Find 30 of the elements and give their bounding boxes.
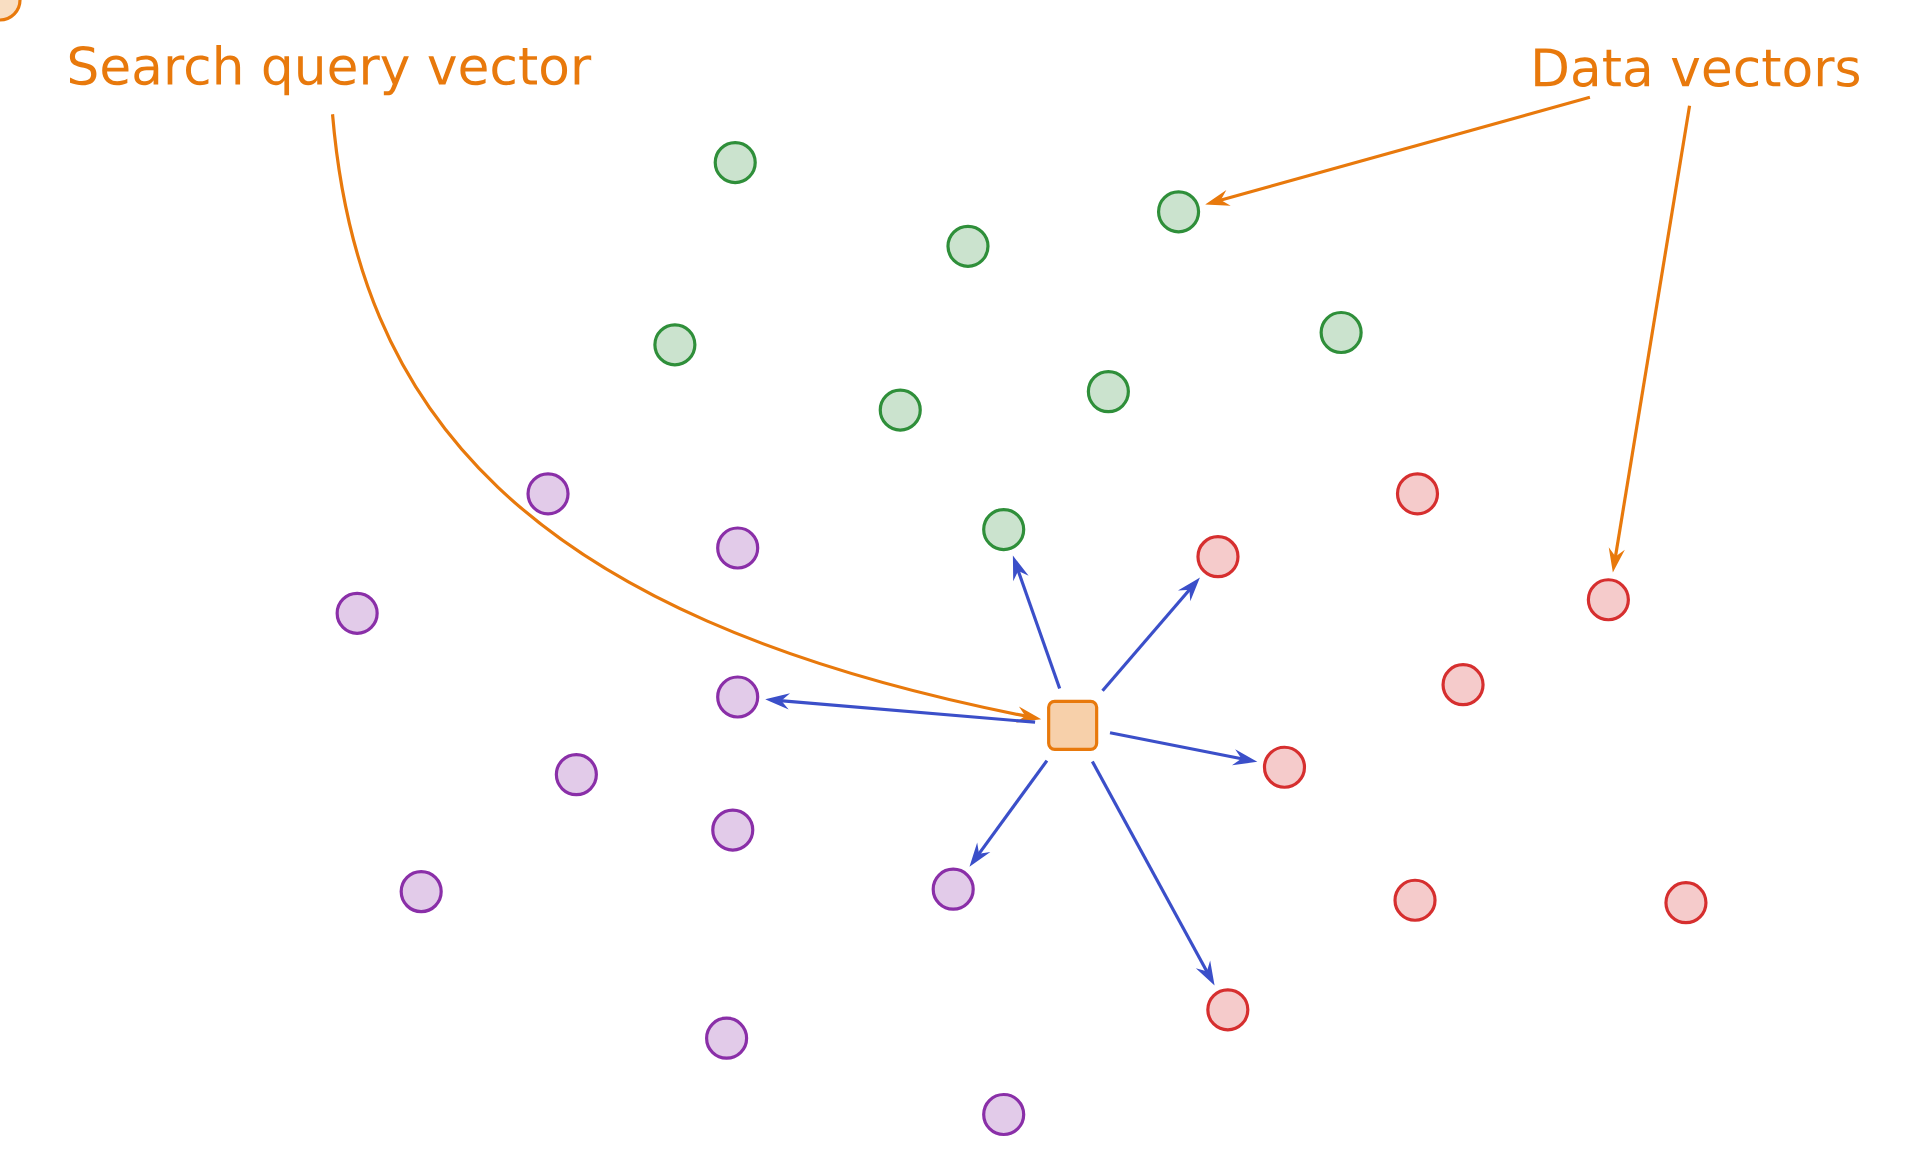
data-point (1206, 988, 1250, 1032)
data-point (554, 752, 598, 797)
data-point (711, 808, 755, 852)
query-point (1047, 699, 1099, 751)
data-point (1319, 310, 1363, 354)
data-point (1441, 663, 1485, 707)
data-point (946, 224, 990, 268)
data-point (399, 869, 443, 914)
annotation-text: Data vectors (1535, 48, 1859, 87)
data-point (705, 1016, 749, 1060)
data-point (1156, 190, 1201, 234)
data-point (982, 1092, 1026, 1136)
data-point (931, 867, 975, 911)
data-point (716, 675, 760, 719)
data-point (1086, 369, 1130, 414)
data-point (1664, 880, 1708, 925)
data-point (713, 140, 757, 184)
data-point (1393, 878, 1437, 922)
data-point (982, 507, 1026, 551)
data-point (1196, 534, 1240, 579)
data-point (1262, 745, 1307, 789)
data-point (1586, 578, 1630, 622)
data-point (653, 323, 697, 367)
annotation-text: Search query vector (69, 44, 592, 96)
data-point (526, 472, 570, 516)
data-point (716, 526, 760, 570)
data-point (878, 388, 922, 432)
data-point (0, 0, 22, 22)
data-point (1395, 472, 1440, 516)
data-point (335, 591, 379, 635)
